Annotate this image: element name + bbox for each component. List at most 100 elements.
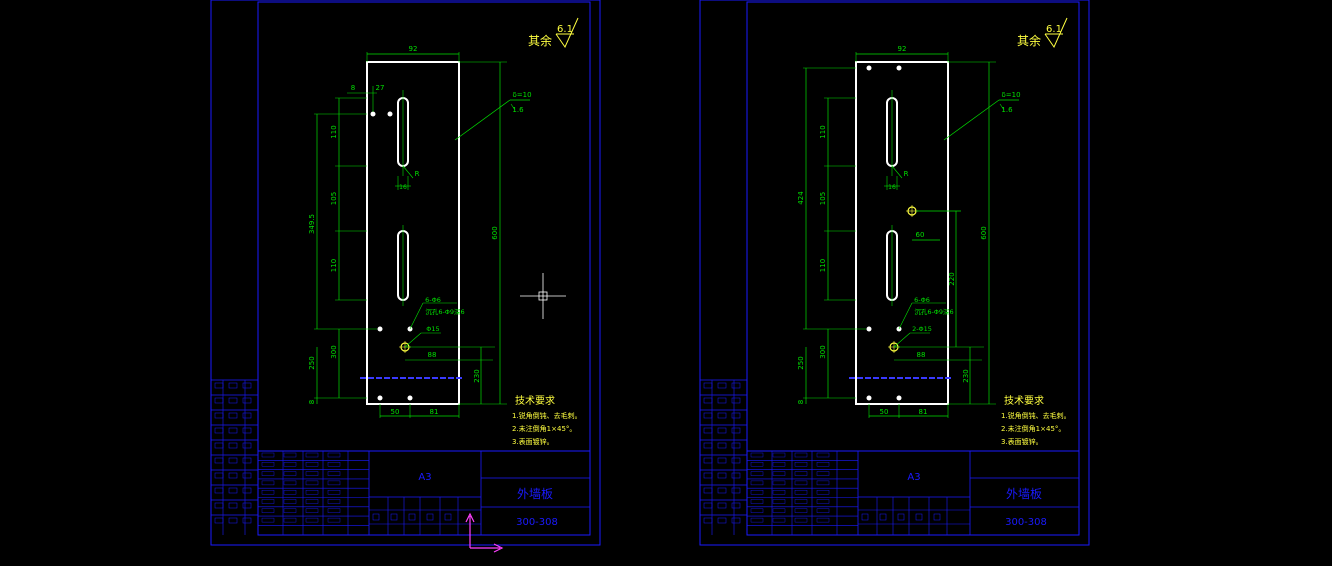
side-strip-cell bbox=[731, 517, 741, 524]
dim-thickness: δ=10 bbox=[1001, 91, 1020, 99]
revision-cell bbox=[261, 499, 275, 504]
dim-total-left: 424 bbox=[797, 191, 805, 205]
side-strip-cell bbox=[717, 457, 727, 464]
dim-slot-width: 16 bbox=[399, 184, 407, 191]
side-strip-cell bbox=[242, 427, 252, 434]
side-strip-cell bbox=[242, 472, 252, 479]
revision-cell bbox=[794, 480, 808, 486]
dim-50: 50 bbox=[880, 408, 889, 416]
mounting-hole bbox=[866, 65, 872, 71]
title-cell bbox=[390, 513, 398, 521]
revision-cell bbox=[305, 517, 319, 523]
side-strip-cell bbox=[717, 517, 727, 524]
dim-250: 250 bbox=[797, 356, 805, 369]
finish-mark bbox=[999, 103, 1005, 111]
revision-cell bbox=[750, 462, 764, 467]
revision-cell bbox=[794, 462, 808, 467]
revision-cell bbox=[305, 499, 319, 504]
dim-d105: 105 bbox=[330, 192, 338, 205]
side-strip-cell bbox=[214, 517, 224, 524]
revision-cell bbox=[750, 452, 764, 458]
side-strip-cell bbox=[228, 382, 238, 389]
dim-width: 92 bbox=[898, 45, 907, 53]
title-cell bbox=[933, 513, 941, 521]
side-strip-cell bbox=[717, 427, 727, 434]
tech-note: 2.未注倒角1×45°。 bbox=[1001, 424, 1065, 433]
dim-27: 27 bbox=[376, 84, 385, 92]
dim-holes-note: 沉孔6-Φ9深6 bbox=[425, 307, 464, 316]
dim-8-bottom: 8 bbox=[797, 400, 805, 404]
revision-cell bbox=[283, 462, 297, 467]
side-strip-cell bbox=[731, 397, 741, 404]
side-strip-cell bbox=[731, 427, 741, 434]
revision-cell bbox=[283, 517, 297, 523]
side-strip-cell bbox=[717, 502, 727, 509]
revision-cell bbox=[305, 452, 319, 458]
revision-cell bbox=[305, 471, 319, 476]
revision-cell bbox=[750, 517, 764, 523]
side-strip-cell bbox=[214, 442, 224, 449]
leader-line bbox=[943, 99, 1000, 141]
dim-finish: 1.6 bbox=[512, 106, 524, 114]
roughness-value: 6.1 bbox=[1046, 24, 1062, 35]
side-strip-cell bbox=[242, 412, 252, 419]
part-outline bbox=[366, 61, 460, 405]
revision-cell bbox=[772, 462, 786, 467]
dim-60: 60 bbox=[916, 231, 925, 239]
mounting-hole bbox=[377, 326, 383, 332]
side-strip-cell bbox=[731, 457, 741, 464]
side-strip-cell bbox=[703, 472, 713, 479]
sheet-size-label: A3 bbox=[418, 472, 431, 483]
dim-holes-6: 6-Φ6 bbox=[914, 296, 930, 304]
side-strip-cell bbox=[228, 472, 238, 479]
revision-cell bbox=[772, 471, 786, 476]
revision-cell bbox=[816, 462, 830, 467]
revision-cell bbox=[816, 490, 830, 495]
side-strip-cell bbox=[214, 397, 224, 404]
dim-d110a: 110 bbox=[330, 125, 338, 138]
revision-cell bbox=[772, 452, 786, 458]
dim-total-left: 349.5 bbox=[308, 214, 316, 234]
tech-requirements-title: 技术要求 bbox=[1004, 394, 1044, 407]
leader-line bbox=[402, 165, 414, 179]
side-strip-cell bbox=[703, 427, 713, 434]
revision-cell bbox=[794, 490, 808, 495]
side-strip-cell bbox=[731, 502, 741, 509]
side-strip-cell bbox=[214, 427, 224, 434]
revision-cell bbox=[283, 499, 297, 504]
dim-8: 8 bbox=[351, 84, 355, 92]
leader-line bbox=[404, 332, 422, 348]
revision-cell bbox=[772, 517, 786, 523]
title-cell bbox=[426, 513, 434, 521]
side-strip-cell bbox=[242, 487, 252, 494]
sheet-size-label: A3 bbox=[907, 472, 920, 483]
ucs-icon bbox=[493, 543, 504, 553]
dim-holes-6: 6-Φ6 bbox=[425, 296, 441, 304]
mounting-hole bbox=[377, 395, 383, 401]
side-strip-cell bbox=[717, 382, 727, 389]
revision-cell bbox=[305, 508, 319, 513]
side-strip-cell bbox=[214, 382, 224, 389]
side-strip-cell bbox=[214, 487, 224, 494]
revision-cell bbox=[261, 452, 275, 458]
revision-cell bbox=[794, 508, 808, 513]
leader-line bbox=[893, 332, 911, 348]
revision-cell bbox=[261, 471, 275, 476]
finish-mark bbox=[510, 103, 516, 111]
side-strip-cell bbox=[214, 502, 224, 509]
side-strip-cell bbox=[228, 412, 238, 419]
roughness-label: 其余 bbox=[1017, 33, 1041, 48]
ucs-icon bbox=[465, 512, 475, 523]
revision-cell bbox=[283, 490, 297, 495]
side-strip-cell bbox=[717, 412, 727, 419]
revision-cell bbox=[261, 490, 275, 495]
mounting-hole bbox=[866, 326, 872, 332]
revision-cell bbox=[772, 480, 786, 486]
side-strip-cell bbox=[703, 502, 713, 509]
side-strip-cell bbox=[242, 397, 252, 404]
side-strip-cell bbox=[717, 472, 727, 479]
dim-holes-note: 沉孔6-Φ9深6 bbox=[914, 307, 953, 316]
dim-height: 600 bbox=[980, 226, 988, 239]
